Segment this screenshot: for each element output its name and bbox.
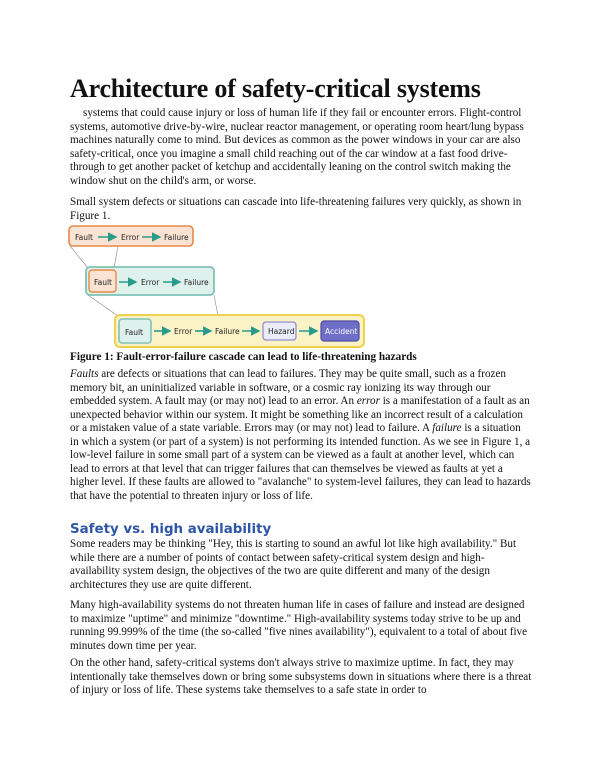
row3-fault-box (118, 318, 152, 344)
fault-cascade-diagram: Fault Error Failure Fault Error Failure … (68, 225, 365, 348)
definitions-text-3: is a situation in which a system (or par… (70, 422, 531, 502)
definitions-text-1: are defects or situations that can lead … (70, 368, 507, 408)
cascade-connector (113, 245, 119, 269)
faults-term: Faults (70, 368, 99, 380)
row3-fault-label: Fault (125, 328, 143, 337)
intro-paragraph: systems that could cause injury or loss … (70, 107, 524, 187)
row1-failure-label: Failure (164, 233, 189, 242)
high-availability-paragraph: Many high-availability systems do not th… (70, 599, 528, 652)
safety-critical-paragraph: On the other hand, safety-critical syste… (70, 657, 532, 697)
cascade-level-3-frame (114, 314, 365, 348)
accident-box (320, 320, 360, 342)
hazard-label: Hazard (268, 327, 295, 336)
error-term: error (356, 395, 380, 408)
cascade-connector (69, 245, 89, 269)
cascade-level-1-frame (68, 225, 194, 247)
cascade-level-2-frame (85, 266, 215, 296)
hazard-box (262, 321, 297, 341)
accident-label: Accident (325, 327, 357, 336)
row2-fault-box (88, 269, 117, 293)
row2-error-label: Error (141, 278, 160, 287)
row2-failure-label: Failure (184, 278, 209, 287)
row3-error-label: Error (174, 327, 193, 336)
row3-failure-label: Failure (215, 327, 240, 336)
figure-caption: Figure 1: Fault-error-failure cascade ca… (70, 351, 417, 363)
row2-fault-label: Fault (94, 278, 112, 287)
figure-intro-paragraph: Small system defects or situations can c… (70, 196, 522, 222)
cascade-connector (87, 294, 119, 317)
cascade-connector (213, 294, 219, 317)
failure-term: failure (432, 422, 462, 435)
definitions-text-2: is a manifestation of a fault as an unex… (70, 395, 530, 435)
availability-intro-paragraph: Some readers may be thinking "Hey, this … (70, 538, 517, 591)
row1-error-label: Error (121, 233, 140, 242)
definitions-paragraph: Faults are defects or situations that ca… (70, 368, 532, 503)
page-title: Architecture of safety-critical systems (70, 74, 481, 103)
row1-fault-label: Fault (75, 233, 93, 242)
section-heading-safety-vs-availability: Safety vs. high availability (70, 522, 272, 537)
